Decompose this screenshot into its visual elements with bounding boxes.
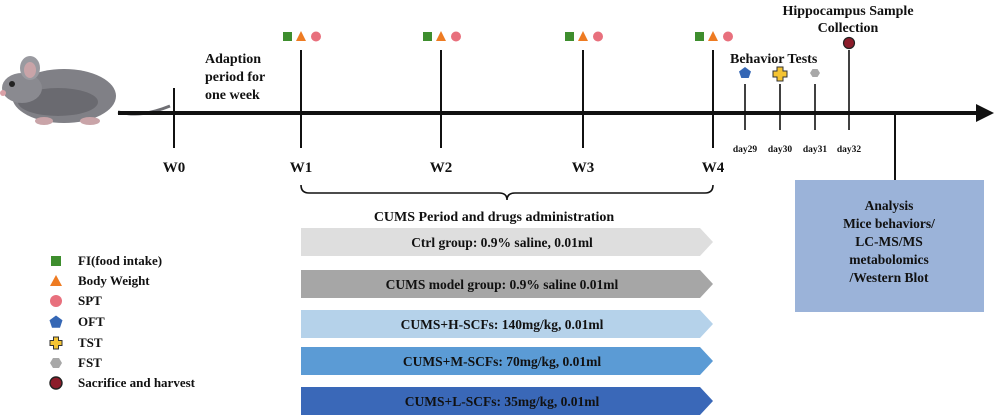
day-label-30: day30 (768, 145, 793, 155)
cums-period-label: CUMS Period and drugs administration (374, 210, 615, 225)
legend-item-oft: OFT (48, 313, 105, 331)
behavior-tests-label: Behavior Tests (730, 52, 818, 67)
analysis-line4: metabolomics (849, 252, 928, 267)
legend-label: FI(food intake) (78, 253, 163, 268)
dark-red-circle-icon (49, 376, 63, 390)
group-label-ctrl: Ctrl group: 0.9% saline, 0.01ml (411, 235, 593, 250)
markers-w2 (423, 31, 461, 42)
gray-hexagon-icon (810, 69, 820, 77)
pink-circle-icon (50, 295, 62, 307)
group-arrow-shape (301, 270, 713, 298)
analysis-box-background (795, 180, 984, 312)
legend-item-spt: SPT (48, 292, 102, 310)
analysis-box: Analysis Mice behaviors/ LC-MS/MS metabo… (795, 180, 984, 312)
group-label-h-scfs: CUMS+H-SCFs: 140mg/kg, 0.01ml (401, 317, 604, 332)
week-label-w2: W2 (430, 160, 453, 176)
hippocampus-label-line1: Hippocampus Sample (782, 4, 913, 19)
week-label-w0: W0 (163, 160, 186, 176)
group-arrow-shape (301, 387, 713, 415)
group-arrow-cums-model: CUMS model group: 0.9% saline 0.01ml (301, 270, 713, 298)
markers-w1 (283, 31, 321, 42)
legend-item-fi: FI(food intake) (48, 252, 162, 270)
yellow-cross-icon (772, 66, 788, 82)
analysis-line3: LC-MS/MS (855, 234, 923, 249)
adaption-label-line3: one week (205, 88, 260, 103)
week-label-w1: W1 (290, 160, 313, 176)
group-arrow-shape (301, 228, 713, 256)
week-label-w3: W3 (572, 160, 595, 176)
green-square-icon (565, 32, 574, 41)
group-arrow-h-scfs: CUMS+H-SCFs: 140mg/kg, 0.01ml (301, 310, 713, 338)
green-square-icon (423, 32, 432, 41)
orange-triangle-icon (50, 275, 62, 286)
group-label-m-scfs: CUMS+M-SCFs: 70mg/kg, 0.01ml (403, 354, 601, 369)
timeline-arrowhead (976, 104, 994, 122)
blue-pentagon-icon (49, 315, 63, 328)
group-arrow-shape (301, 310, 713, 338)
pink-circle-icon (311, 31, 321, 42)
orange-triangle-icon (578, 31, 588, 41)
week-label-w4: W4 (702, 160, 725, 176)
orange-triangle-icon (296, 31, 306, 41)
mouse-icon (0, 56, 171, 125)
dark-red-circle-icon (842, 36, 856, 50)
legend-item-fst: FST (48, 354, 102, 372)
group-arrow-shape (301, 347, 713, 375)
legend-label: SPT (78, 293, 102, 308)
legend-label: Body Weight (78, 273, 150, 288)
analysis-line1: Analysis (865, 198, 914, 213)
orange-triangle-icon (708, 31, 718, 41)
adaption-label-line1: Adaption (205, 52, 261, 67)
legend-label: Sacrifice and harvest (78, 375, 195, 390)
markers-w4 (695, 31, 733, 42)
group-arrow-m-scfs: CUMS+M-SCFs: 70mg/kg, 0.01ml (301, 347, 713, 375)
gray-hexagon-icon (50, 358, 62, 368)
markers-w3 (565, 31, 603, 42)
pink-circle-icon (723, 31, 733, 42)
day-label-29: day29 (733, 145, 758, 155)
day-label-32: day32 (837, 145, 862, 155)
green-square-icon (283, 32, 292, 41)
group-arrow-l-scfs: CUMS+L-SCFs: 35mg/kg, 0.01ml (301, 387, 713, 415)
legend-item-tst: TST (48, 334, 103, 352)
analysis-line5: /Western Blot (848, 270, 929, 285)
blue-pentagon-icon (739, 67, 751, 78)
legend-item-body-weight: Body Weight (48, 272, 150, 290)
adaption-label-line2: period for (205, 70, 265, 85)
day-label-31: day31 (803, 145, 828, 155)
yellow-cross-icon (49, 336, 63, 350)
legend-label: OFT (78, 314, 105, 329)
analysis-line2: Mice behaviors/ (843, 216, 935, 231)
cums-period-brace (300, 184, 714, 201)
pink-circle-icon (451, 31, 461, 42)
legend-label: TST (78, 335, 103, 350)
group-arrow-ctrl: Ctrl group: 0.9% saline, 0.01ml (301, 228, 713, 256)
legend-item-sacrifice: Sacrifice and harvest (48, 374, 195, 392)
green-square-icon (695, 32, 704, 41)
legend-label: FST (78, 355, 102, 370)
pink-circle-icon (593, 31, 603, 42)
green-square-icon (51, 256, 61, 266)
group-label-l-scfs: CUMS+L-SCFs: 35mg/kg, 0.01ml (405, 394, 600, 409)
hippocampus-label-line2: Collection (818, 21, 879, 36)
group-label-cums-model: CUMS model group: 0.9% saline 0.01ml (386, 277, 619, 292)
orange-triangle-icon (436, 31, 446, 41)
